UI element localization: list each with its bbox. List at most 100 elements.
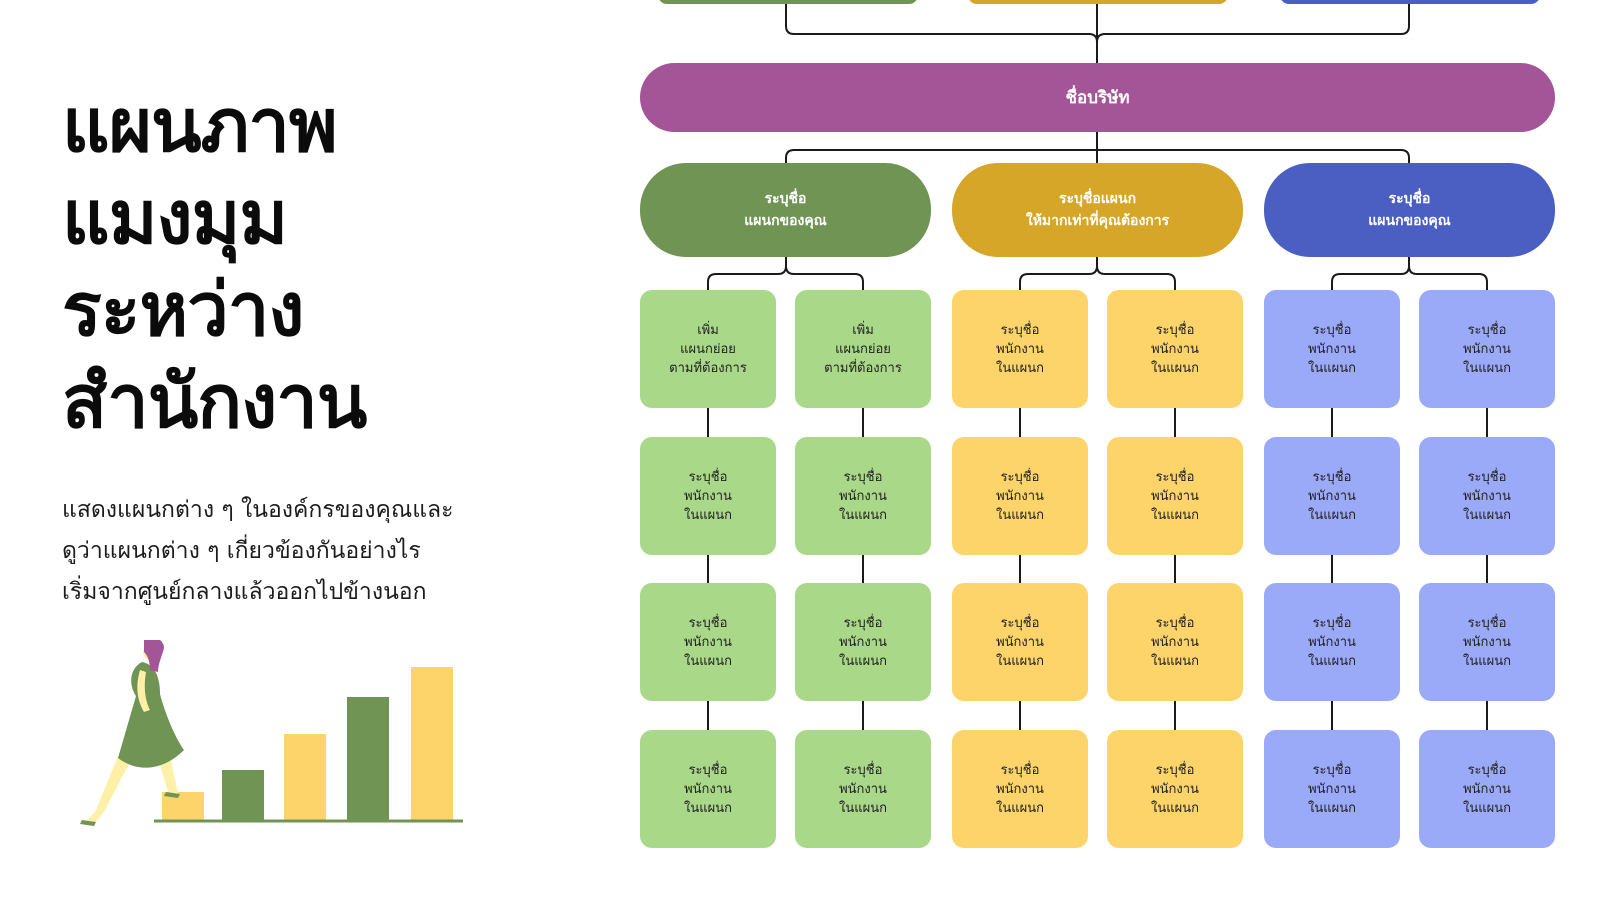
box-label-line: ระบุชื่อ — [1467, 762, 1507, 778]
box-label-line: พนักงาน — [839, 781, 887, 797]
box-label-line: ระบุชื่อ — [1000, 615, 1040, 631]
box-label-line: ระบุชื่อ — [1312, 322, 1352, 338]
box-label-line: พนักงาน — [1151, 634, 1199, 650]
title-line: สำนักงาน — [62, 359, 367, 445]
box-label-line: ในแผนก — [1463, 800, 1511, 816]
box-label-line: พนักงาน — [1463, 341, 1511, 357]
box-label-line: ในแผนก — [839, 800, 887, 816]
description-line: ดูว่าแผนกต่าง ๆ เกี่ยวข้องกันอย่างไร — [62, 538, 421, 564]
connector-department-right — [1408, 265, 1488, 290]
box-label-line: พนักงาน — [1151, 781, 1199, 797]
department-label-line: แผนกของคุณ — [1368, 213, 1451, 229]
box-label-line: แผนกย่อย — [680, 341, 736, 357]
description-line: แสดงแผนกต่าง ๆ ในองค์กรของคุณและ — [62, 497, 454, 523]
bar-illustration — [411, 667, 453, 820]
connector-top-left — [785, 0, 1098, 63]
box-label: ระบุชื่อพนักงานในแผนก — [996, 321, 1044, 378]
box-label-line: เพิ่ม — [697, 322, 719, 338]
box-label-line: พนักงาน — [1151, 341, 1199, 357]
box-label-line: ระบุชื่อ — [1155, 322, 1195, 338]
box-label: ระบุชื่อพนักงานในแผนก — [684, 468, 732, 525]
box-label: ระบุชื่อพนักงานในแผนก — [996, 614, 1044, 671]
top-node-fragment-yellow — [968, 0, 1228, 4]
employee-box: ระบุชื่อพนักงานในแผนก — [1419, 437, 1555, 555]
box-label: ระบุชื่อพนักงานในแผนก — [1463, 468, 1511, 525]
box-label-line: พนักงาน — [684, 634, 732, 650]
connector-department-right — [785, 265, 864, 290]
description: แสดงแผนกต่าง ๆ ในองค์กรของคุณและ ดูว่าแผ… — [62, 490, 582, 613]
woman-climbing-bars-illustration — [80, 640, 463, 826]
box-label-line: ในแผนก — [1463, 653, 1511, 669]
employee-box: ระบุชื่อพนักงานในแผนก — [952, 730, 1088, 848]
box-label-line: ระบุชื่อ — [1155, 762, 1195, 778]
department-label: ระบุชื่อแผนกของคุณ — [744, 188, 826, 232]
employee-box: ระบุชื่อพนักงานในแผนก — [795, 437, 931, 555]
company-label: ชื่อบริษัท — [1065, 88, 1130, 108]
box-label-line: พนักงาน — [1463, 781, 1511, 797]
page-title: แผนภาพ แมงมุม ระหว่าง สำนักงาน — [62, 80, 582, 448]
box-label-line: ในแผนก — [1308, 653, 1356, 669]
box-label-line: ในแผนก — [996, 653, 1044, 669]
employee-box: ระบุชื่อพนักงานในแผนก — [1107, 730, 1243, 848]
connector-top-right — [1096, 0, 1410, 43]
box-label-line: ในแผนก — [684, 800, 732, 816]
connector-department-right — [1096, 265, 1176, 290]
box-label: เพิ่มแผนกย่อยตามที่ต้องการ — [669, 321, 747, 378]
box-label-line: พนักงาน — [1463, 488, 1511, 504]
box-label-line: ระบุชื่อ — [1000, 322, 1040, 338]
bar-illustration — [347, 697, 389, 820]
box-label: ระบุชื่อพนักงานในแผนก — [996, 468, 1044, 525]
top-node-fragment-blue — [1280, 0, 1540, 4]
box-label: ระบุชื่อพนักงานในแผนก — [839, 761, 887, 818]
box-label-line: ระบุชื่อ — [1155, 469, 1195, 485]
box-label-line: พนักงาน — [996, 341, 1044, 357]
box-label: ระบุชื่อพนักงานในแผนก — [684, 614, 732, 671]
employee-box: ระบุชื่อพนักงานในแผนก — [1419, 583, 1555, 701]
department-label-line: แผนกของคุณ — [744, 213, 827, 229]
box-label-line: ในแผนก — [1308, 800, 1356, 816]
employee-box: ระบุชื่อพนักงานในแผนก — [795, 730, 931, 848]
box-label-line: เพิ่ม — [852, 322, 874, 338]
employee-box: ระบุชื่อพนักงานในแผนก — [1264, 290, 1400, 408]
box-label-line: พนักงาน — [684, 488, 732, 504]
employee-box: ระบุชื่อพนักงานในแผนก — [795, 583, 931, 701]
box-label-line: พนักงาน — [1308, 341, 1356, 357]
department-label-line: ให้มากเท่าที่คุณต้องการ — [1025, 213, 1170, 229]
employee-box: ระบุชื่อพนักงานในแผนก — [1264, 730, 1400, 848]
box-label-line: ระบุชื่อ — [843, 615, 883, 631]
box-label-line: ในแผนก — [996, 507, 1044, 523]
box-label-line: ระบุชื่อ — [1467, 615, 1507, 631]
dress-illustration — [118, 662, 184, 768]
department-label: ระบุชื่อแผนกของคุณ — [1368, 188, 1450, 232]
department-label-line: ระบุชื่อแผนก — [1058, 191, 1137, 207]
box-label: ระบุชื่อพนักงานในแผนก — [1463, 761, 1511, 818]
employee-box: ระบุชื่อพนักงานในแผนก — [1264, 583, 1400, 701]
box-label: ระบุชื่อพนักงานในแผนก — [1308, 468, 1356, 525]
top-node-fragment-green — [658, 0, 918, 4]
box-label-line: พนักงาน — [839, 488, 887, 504]
box-label-line: ในแผนก — [839, 507, 887, 523]
title-line: แมงมุม — [62, 175, 288, 261]
box-label-line: ระบุชื่อ — [843, 469, 883, 485]
department-node: ระบุชื่อแผนกของคุณ — [640, 163, 931, 257]
box-label: ระบุชื่อพนักงานในแผนก — [839, 468, 887, 525]
box-label-line: พนักงาน — [1463, 634, 1511, 650]
box-label: ระบุชื่อพนักงานในแผนก — [1151, 321, 1199, 378]
box-label: เพิ่มแผนกย่อยตามที่ต้องการ — [824, 321, 902, 378]
employee-box: ระบุชื่อพนักงานในแผนก — [640, 583, 776, 701]
leg-illustration — [158, 756, 178, 794]
box-label: ระบุชื่อพนักงานในแผนก — [684, 761, 732, 818]
box-label-line: พนักงาน — [996, 634, 1044, 650]
box-label-line: พนักงาน — [1151, 488, 1199, 504]
employee-box: ระบุชื่อพนักงานในแผนก — [1107, 583, 1243, 701]
box-label: ระบุชื่อพนักงานในแผนก — [1308, 614, 1356, 671]
box-label-line: ระบุชื่อ — [1467, 322, 1507, 338]
employee-box: ระบุชื่อพนักงานในแผนก — [1107, 437, 1243, 555]
leg-illustration — [86, 756, 130, 824]
box-label-line: แผนกย่อย — [835, 341, 891, 357]
hair-illustration — [144, 640, 164, 672]
box-label-line: ในแผนก — [1151, 800, 1199, 816]
box-label: ระบุชื่อพนักงานในแผนก — [1463, 321, 1511, 378]
